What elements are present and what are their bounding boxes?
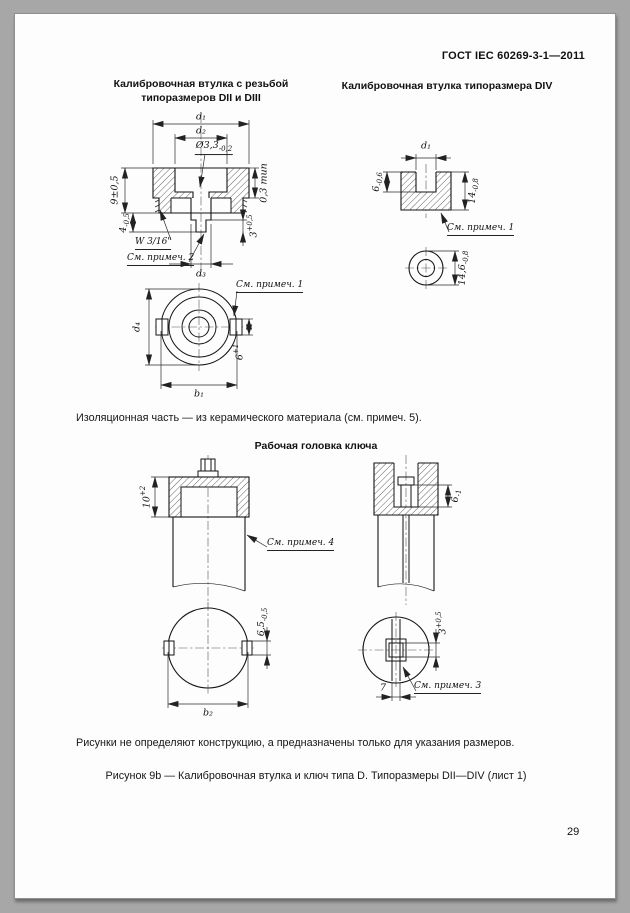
dim-sup: +2 <box>139 485 148 497</box>
dim-label-7: 7 <box>379 682 387 694</box>
insulation-note: Изоляционная часть — из керамического ма… <box>76 412 422 424</box>
dim-base: 10 <box>141 496 153 509</box>
div-bushing-drawing <box>383 154 469 289</box>
dim-base: 3 <box>248 231 260 238</box>
dim-label-03-typ: 0,3 тип <box>258 163 270 203</box>
document-page: ГОСТ IEC 60269-3-1—2011 Калибровочная вт… <box>14 13 616 899</box>
see-note-2-label: См. примеч. 2 <box>127 253 195 266</box>
dim-label-6minus1: 6-1 <box>450 489 463 503</box>
figure-caption: Рисунок 9b — Калибровочная втулка и ключ… <box>105 770 527 782</box>
dim-tol: -0,5 <box>122 213 131 227</box>
see-note-1-label-div: См. примеч. 1 <box>447 223 515 236</box>
dim-base: 4 <box>118 226 130 233</box>
dim-label-d4: d₄ <box>131 322 143 332</box>
dim-label-div-d1: d₁ <box>421 140 431 152</box>
dim-label-6plus1: 6+1 <box>232 343 246 361</box>
see-note-3-label: См. примеч. 3 <box>414 681 482 694</box>
figure-disclaimer: Рисунки не определяют конструкцию, а пре… <box>76 737 515 749</box>
bushing-plan-drawing <box>145 283 253 389</box>
dim-label-div-6: 6-0,6 <box>371 172 384 192</box>
dim-label-3: 3+0,5 <box>246 214 260 238</box>
dim-tol: -0,8 <box>461 250 470 265</box>
dim-base: 6 <box>371 185 383 192</box>
dim-label-9: 9±0,5 <box>109 175 121 205</box>
left-figure-title: Калибровочная втулка с резьбой типоразме… <box>113 78 289 104</box>
dim-label-3plus05: 3+0,5 <box>435 611 449 635</box>
right-figure-title: Калибровочная втулка типоразмера DIV <box>341 80 553 92</box>
dim-label-div-146: 14,6-0,8 <box>457 250 470 286</box>
key-head-title: Рабочая головка ключа <box>254 440 378 452</box>
key-side-view-drawing <box>151 455 268 605</box>
see-note-4-label: См. примеч. 4 <box>267 538 335 551</box>
dim-label-d2: d₂ <box>196 125 206 137</box>
dim-sup: +0,5 <box>435 611 444 629</box>
dim-base: 3 <box>437 628 449 635</box>
dim-label-hole-dia: Ø3,3-0,2 <box>194 140 234 155</box>
dim-tol: -0,5 <box>260 607 269 622</box>
dim-label-10plus2: 10+2 <box>139 485 153 509</box>
key-plan-left-drawing <box>162 602 271 708</box>
dim-label-b1: b₁ <box>194 388 204 400</box>
dim-label-65: 6,5-0,5 <box>256 607 269 637</box>
thread-designation-label: W 3/16" <box>135 237 172 250</box>
dim-tol: -0,8 <box>471 178 480 192</box>
dim-base: 14 <box>467 191 479 204</box>
dim-sup: +1 <box>232 343 241 355</box>
see-note-1-label: См. примеч. 1 <box>236 280 304 293</box>
page-number: 29 <box>567 826 580 838</box>
key-section-drawing <box>373 455 452 605</box>
standard-designation: ГОСТ IEC 60269-3-1—2011 <box>441 50 585 62</box>
dim-label-d1: d₁ <box>196 111 206 123</box>
dim-base: 6 <box>234 354 246 361</box>
dim-base: Ø3,3 <box>195 140 219 152</box>
dim-base: 6 <box>450 496 462 503</box>
dim-label-b2: b₂ <box>203 707 213 719</box>
dim-base: 14,6 <box>457 264 469 286</box>
key-plan-right-drawing <box>358 612 440 701</box>
dim-tol: -0,2 <box>218 144 233 153</box>
dim-label-4: 4-0,5 <box>118 213 131 233</box>
dim-label-d3: d₃ <box>196 268 206 280</box>
dim-label-div-14: 14-0,8 <box>467 178 480 204</box>
bushing-section-drawing <box>121 114 259 278</box>
dim-base: 6,5 <box>256 621 268 637</box>
dim-tol: -0,6 <box>375 172 384 186</box>
dim-sup: +0,5 <box>246 214 255 232</box>
dim-tol: -1 <box>454 489 463 497</box>
